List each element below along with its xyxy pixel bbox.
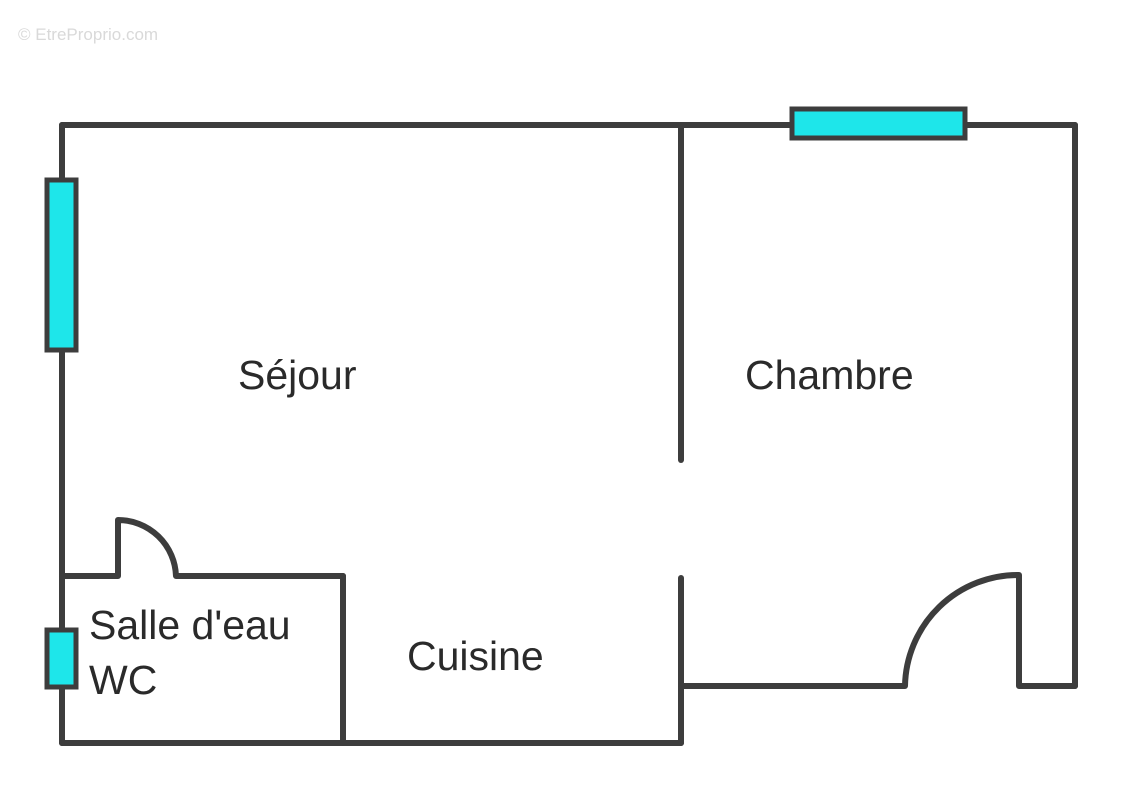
label-salle-deau: Salle d'eau	[89, 602, 291, 648]
label-cuisine: Cuisine	[407, 633, 544, 679]
window-left-upper	[44, 177, 79, 353]
window-left-lower	[44, 627, 79, 690]
watermark: © EtreProprio.com	[18, 25, 158, 44]
salle-top-wall	[59, 517, 346, 579]
chambre-bottom-wall	[678, 571, 1078, 689]
room-labels: Séjour Chambre Salle d'eau WC Cuisine	[89, 352, 914, 703]
label-chambre: Chambre	[745, 352, 914, 398]
walls	[59, 122, 1078, 746]
windows	[44, 106, 968, 690]
window-top-right	[789, 106, 968, 141]
label-wc: WC	[89, 657, 157, 703]
label-sejour: Séjour	[238, 352, 357, 398]
